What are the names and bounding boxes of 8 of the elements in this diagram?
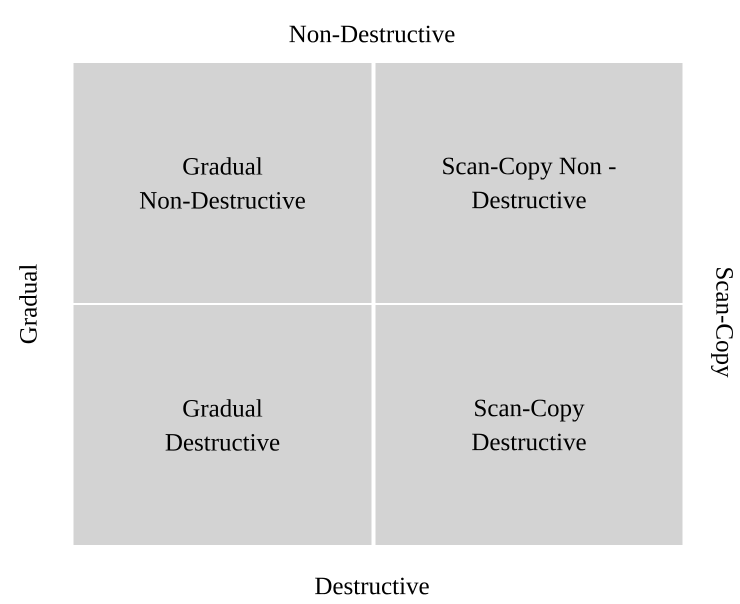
quadrant-box: Gradual Destructive: [74, 304, 372, 545]
axis-label: Gradual: [19, 264, 37, 344]
quadrant-box: Gradual Non-Destructive: [74, 63, 372, 303]
quadrant-box: Scan-Copy Destructive: [376, 304, 682, 545]
axis-label: Destructive: [315, 578, 429, 594]
axis-label: Non-Destructive: [289, 26, 454, 42]
axis-label: Scan-Copy: [711, 268, 733, 378]
quadrant-box: Scan-Copy Non - Destructive: [376, 63, 682, 303]
